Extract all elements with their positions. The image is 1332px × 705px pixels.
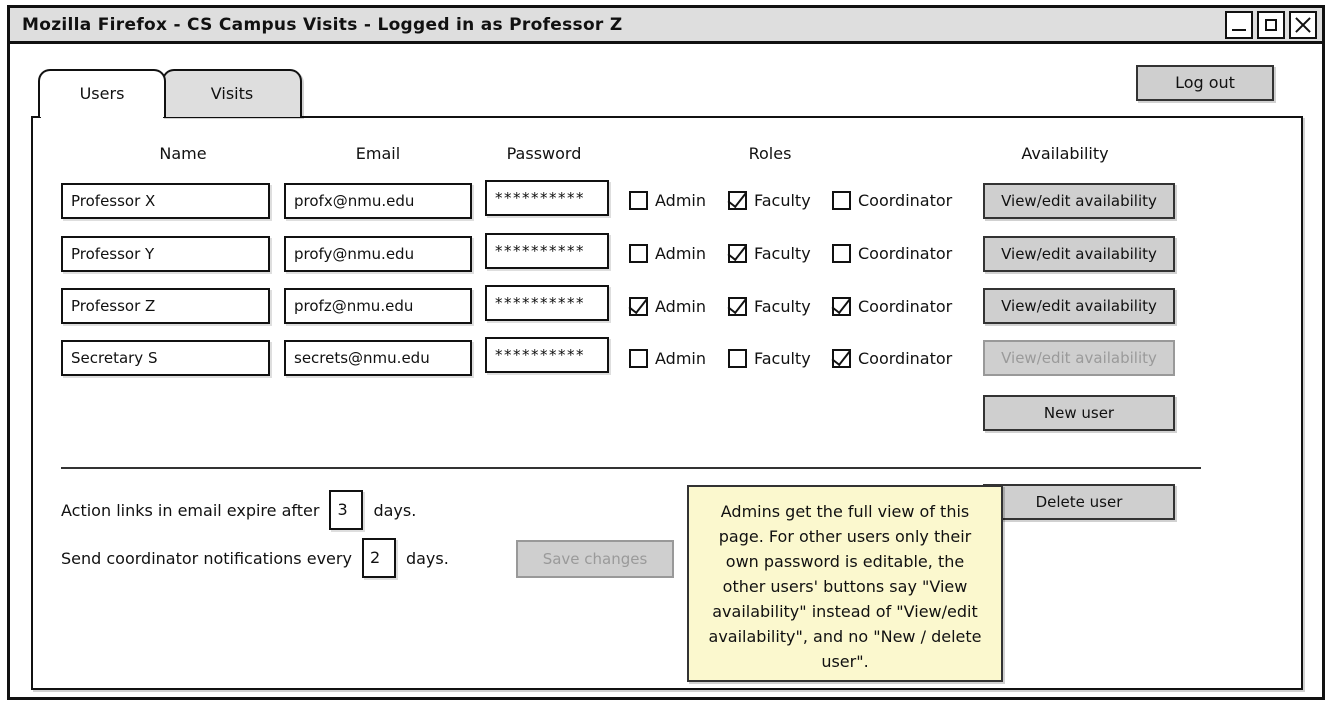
checkbox-box <box>728 349 747 368</box>
column-header-availability: Availability <box>1021 144 1109 163</box>
role-checkbox-coordinator[interactable]: Coordinator <box>832 191 952 210</box>
window-title: Mozilla Firefox - CS Campus Visits - Log… <box>22 15 623 35</box>
column-header-password: Password <box>506 144 582 163</box>
email-field[interactable]: profz@nmu.edu <box>284 288 472 324</box>
role-label-admin: Admin <box>655 297 706 316</box>
checkbox-box <box>832 244 851 263</box>
checkbox-box <box>832 297 851 316</box>
column-header-email: Email <box>355 144 401 163</box>
role-label-coordinator: Coordinator <box>858 244 953 263</box>
name-field[interactable]: Professor X <box>61 183 270 219</box>
tab-users[interactable]: Users <box>38 69 166 117</box>
name-field[interactable]: Professor Y <box>61 236 270 272</box>
role-checkbox-faculty[interactable]: Faculty <box>728 297 811 316</box>
title-bar: Mozilla Firefox - CS Campus Visits - Log… <box>10 8 1322 44</box>
setting-expire-prefix: Action links in email expire after <box>61 500 320 520</box>
password-field[interactable]: ********** <box>485 180 609 216</box>
name-field[interactable]: Professor Z <box>61 288 270 324</box>
window-controls <box>1225 11 1317 39</box>
role-label-faculty: Faculty <box>754 191 811 210</box>
view-edit-availability-button-disabled: View/edit availability <box>983 340 1175 376</box>
view-edit-availability-button[interactable]: View/edit availability <box>983 236 1175 272</box>
tab-visits[interactable]: Visits <box>162 69 302 117</box>
setting-expire-row: Action links in email expire after 3 day… <box>61 490 416 530</box>
application-window: Mozilla Firefox - CS Campus Visits - Log… <box>7 5 1325 700</box>
column-header-roles: Roles <box>748 144 792 163</box>
view-edit-availability-button[interactable]: View/edit availability <box>983 183 1175 219</box>
setting-notify-row: Send coordinator notifications every 2 d… <box>61 538 449 578</box>
checkbox-box <box>728 297 747 316</box>
save-changes-button: Save changes <box>516 540 674 578</box>
role-label-coordinator: Coordinator <box>858 297 953 316</box>
role-checkbox-coordinator[interactable]: Coordinator <box>832 297 952 316</box>
expire-days-input[interactable]: 3 <box>329 490 364 530</box>
annotation-sticky-note: Admins get the full view of this page. F… <box>687 485 1003 682</box>
users-panel: Name Email Password Roles Availability P… <box>31 116 1303 690</box>
column-header-name: Name <box>159 144 207 163</box>
role-checkbox-admin[interactable]: Admin <box>629 244 706 263</box>
role-checkbox-admin[interactable]: Admin <box>629 191 706 210</box>
minimize-icon[interactable] <box>1225 11 1253 39</box>
email-field[interactable]: secrets@nmu.edu <box>284 340 472 376</box>
maximize-icon[interactable] <box>1257 11 1285 39</box>
role-label-coordinator: Coordinator <box>858 191 953 210</box>
new-user-button[interactable]: New user <box>983 395 1175 431</box>
logout-button[interactable]: Log out <box>1136 65 1274 101</box>
setting-expire-suffix: days. <box>373 500 417 520</box>
role-checkbox-coordinator[interactable]: Coordinator <box>832 244 952 263</box>
name-field[interactable]: Secretary S <box>61 340 270 376</box>
checkbox-box <box>728 191 747 210</box>
role-checkbox-admin[interactable]: Admin <box>629 297 706 316</box>
role-checkbox-faculty[interactable]: Faculty <box>728 349 811 368</box>
role-label-faculty: Faculty <box>754 244 811 263</box>
role-checkbox-admin[interactable]: Admin <box>629 349 706 368</box>
password-field[interactable]: ********** <box>485 233 609 269</box>
section-divider <box>61 467 1201 469</box>
password-field[interactable]: ********** <box>485 337 609 373</box>
email-field[interactable]: profy@nmu.edu <box>284 236 472 272</box>
setting-notify-suffix: days. <box>405 548 449 568</box>
view-edit-availability-button[interactable]: View/edit availability <box>983 288 1175 324</box>
password-field[interactable]: ********** <box>485 285 609 321</box>
role-label-coordinator: Coordinator <box>858 349 953 368</box>
checkbox-box <box>629 244 648 263</box>
checkbox-box <box>629 349 648 368</box>
checkbox-box <box>629 191 648 210</box>
role-label-faculty: Faculty <box>754 349 811 368</box>
role-label-admin: Admin <box>655 191 706 210</box>
checkbox-box <box>832 349 851 368</box>
close-icon[interactable] <box>1289 11 1317 39</box>
checkbox-box <box>832 191 851 210</box>
notify-days-input[interactable]: 2 <box>361 538 396 578</box>
delete-user-button[interactable]: Delete user <box>983 484 1175 520</box>
email-field[interactable]: profx@nmu.edu <box>284 183 472 219</box>
role-label-admin: Admin <box>655 244 706 263</box>
checkbox-box <box>629 297 648 316</box>
role-label-admin: Admin <box>655 349 706 368</box>
role-checkbox-faculty[interactable]: Faculty <box>728 191 811 210</box>
role-label-faculty: Faculty <box>754 297 811 316</box>
role-checkbox-faculty[interactable]: Faculty <box>728 244 811 263</box>
setting-notify-prefix: Send coordinator notifications every <box>61 548 352 568</box>
checkbox-box <box>728 244 747 263</box>
active-tab-merge <box>41 113 163 121</box>
role-checkbox-coordinator[interactable]: Coordinator <box>832 349 952 368</box>
